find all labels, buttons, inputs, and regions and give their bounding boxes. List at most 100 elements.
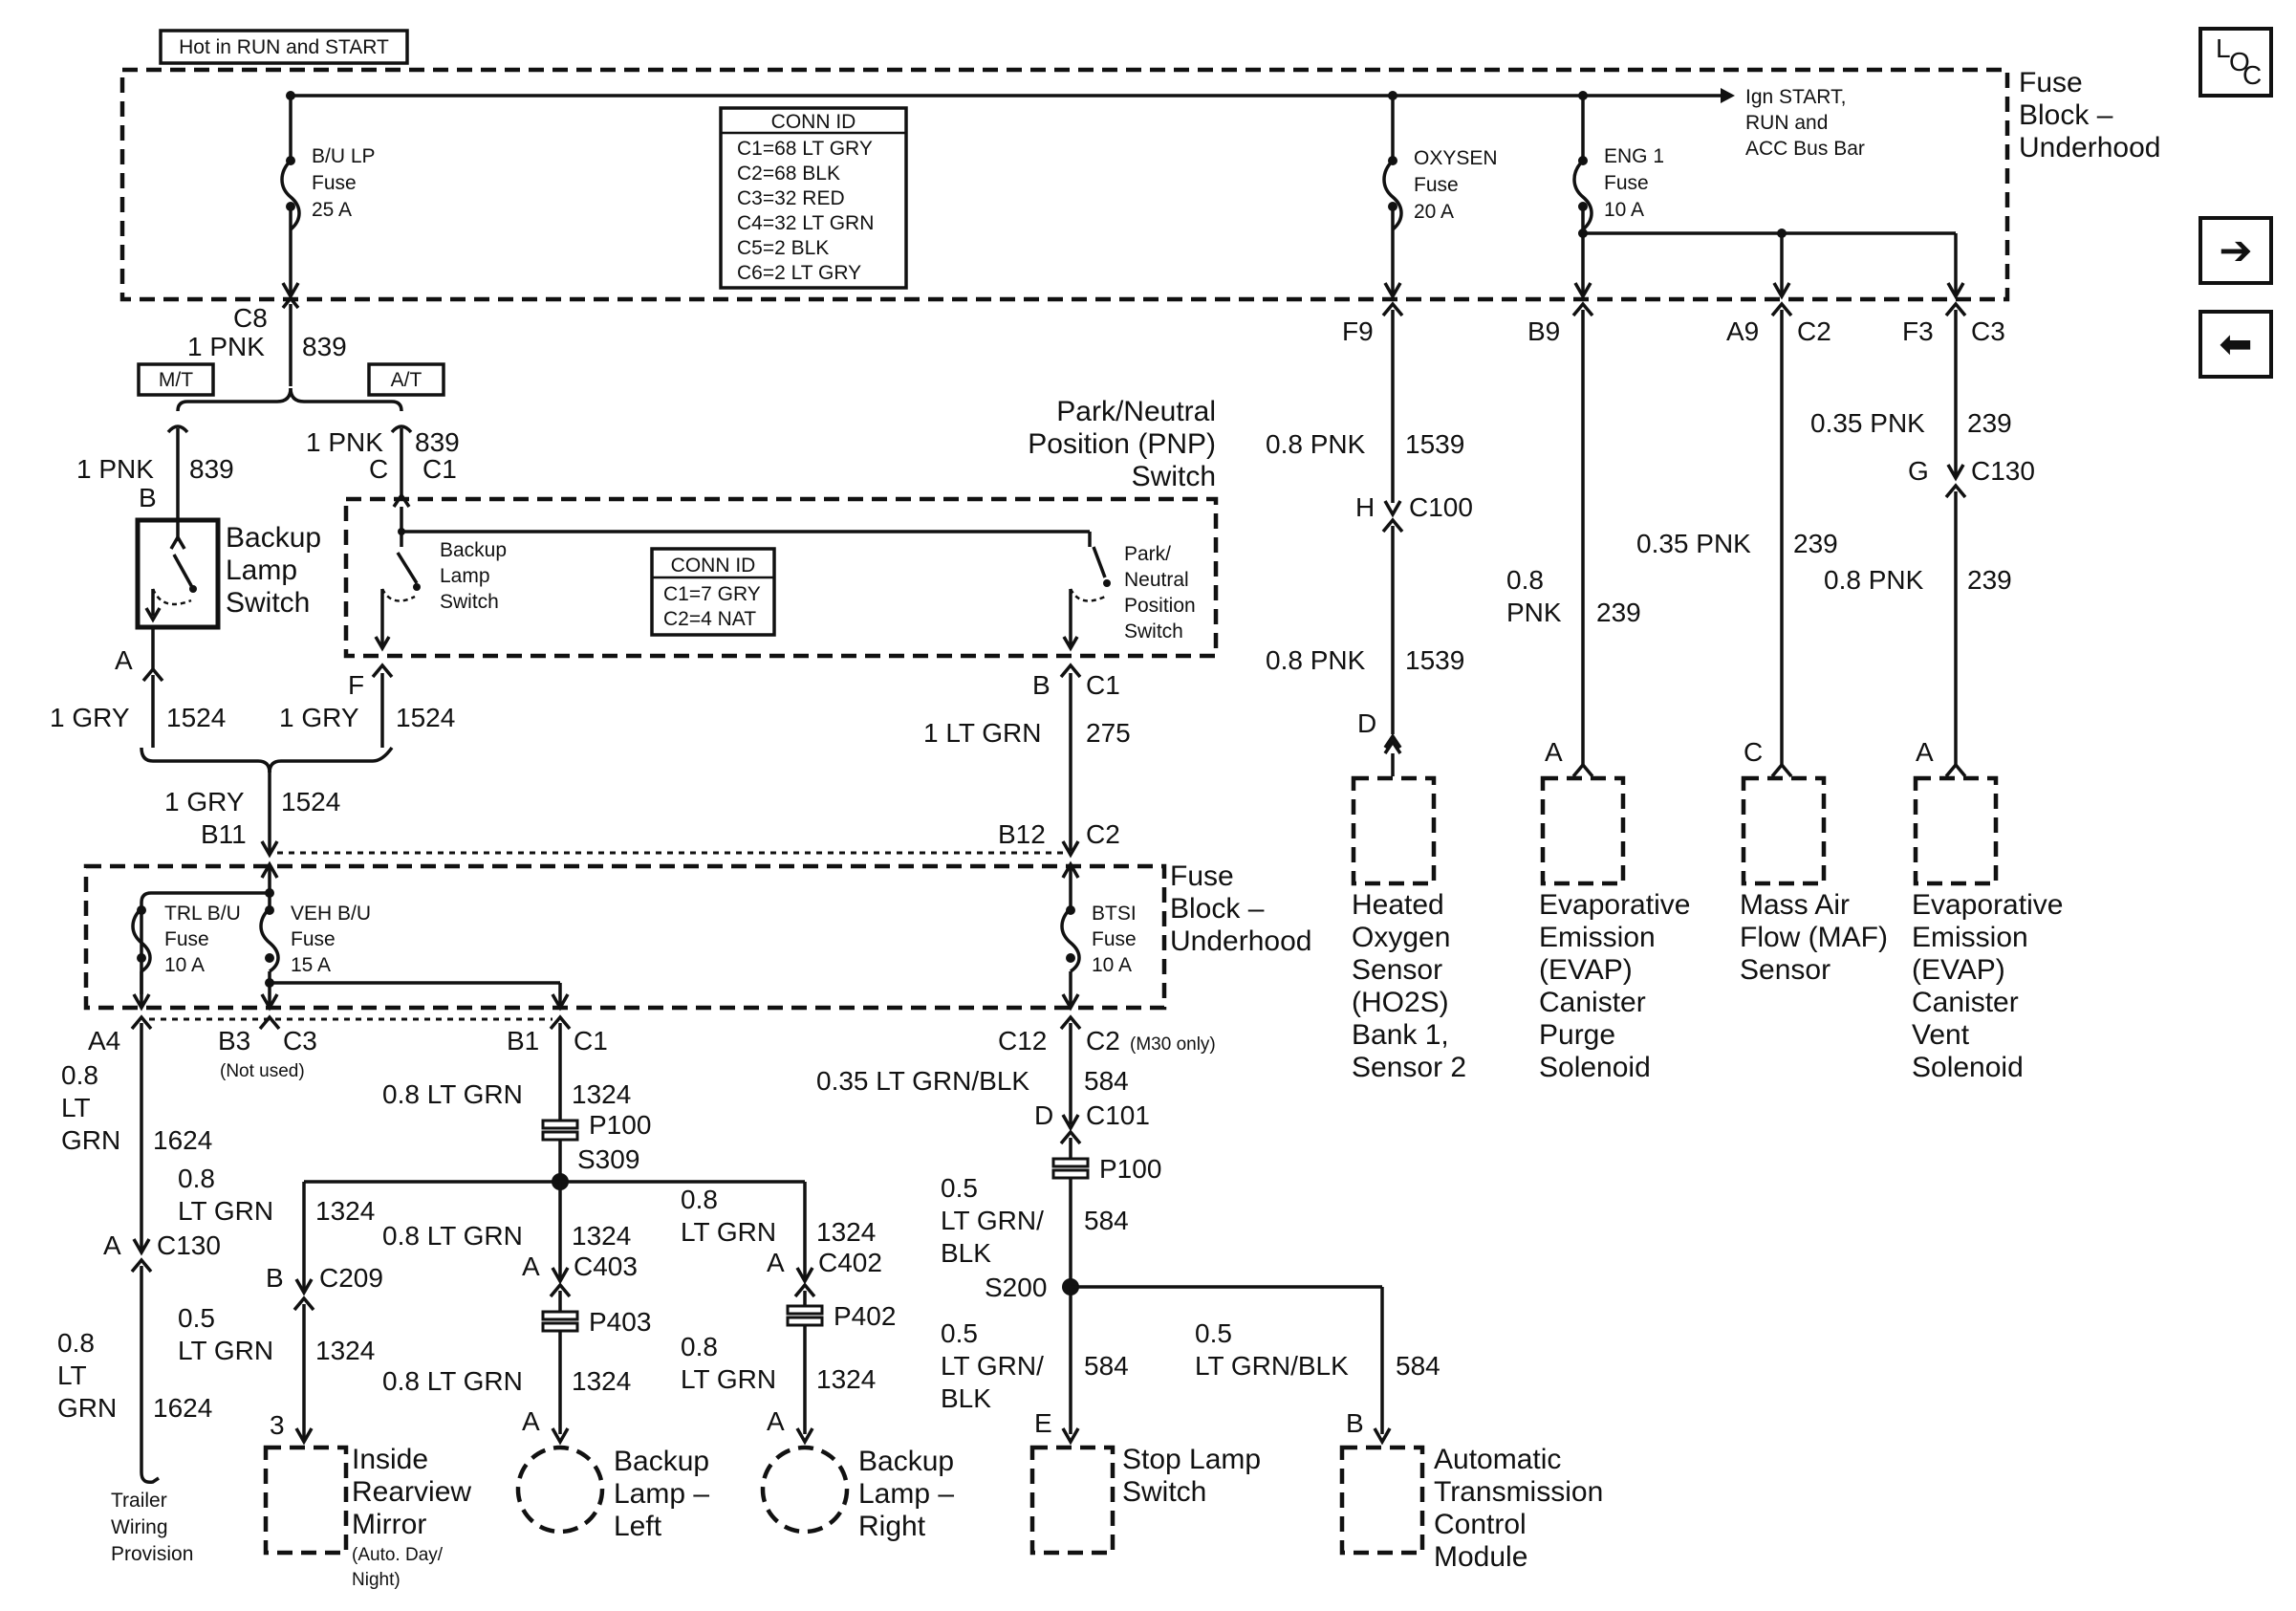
svg-text:D: D: [1357, 708, 1376, 738]
svg-text:0.8: 0.8: [681, 1185, 718, 1214]
svg-text:B3: B3: [218, 1026, 250, 1056]
svg-text:B11: B11: [201, 819, 247, 849]
c130-connector-left: A C130 0.8 LT GRN 1624: [57, 1230, 221, 1485]
location-button[interactable]: L O C: [2199, 27, 2273, 98]
svg-text:Fuse: Fuse: [2019, 67, 2083, 98]
evap-purge-solenoid-label: Evaporative Emission (EVAP) Canister Pur…: [1539, 889, 1690, 1083]
backup-lamp-right: [760, 1445, 850, 1535]
svg-text:Emission: Emission: [1912, 922, 2028, 953]
svg-text:Transmission: Transmission: [1434, 1476, 1603, 1508]
inside-rearview-mirror: [263, 1445, 349, 1556]
mirror-branch: 0.8 LT GRN 1324 B C209 0.5 LT GRN 1324 3: [178, 1164, 383, 1446]
b12-connector: B12 C2: [998, 819, 1120, 859]
svg-text:Underhood: Underhood: [1170, 925, 1311, 957]
svg-text:275: 275: [1086, 718, 1131, 748]
mass-air-flow-sensor-label: Mass Air Flow (MAF) Sensor: [1740, 889, 1888, 986]
svg-text:Canister: Canister: [1912, 987, 2019, 1018]
svg-text:Right: Right: [858, 1511, 926, 1542]
svg-text:Neutral: Neutral: [1124, 569, 1189, 591]
svg-text:239: 239: [1967, 565, 2012, 595]
svg-text:Canister: Canister: [1539, 987, 1646, 1018]
svg-text:C5=2 BLK: C5=2 BLK: [737, 237, 829, 259]
pnp-f-wire: F 1 GRY 1524: [279, 663, 455, 748]
svg-text:Mirror: Mirror: [352, 1509, 426, 1540]
svg-text:B: B: [139, 483, 157, 512]
mass-air-flow-sensor: [1741, 775, 1827, 886]
svg-text:A9: A9: [1726, 316, 1759, 346]
pnp-switch-title: Park/Neutral Position (PNP) Switch: [1028, 396, 1216, 492]
svg-text:0.5: 0.5: [941, 1318, 978, 1348]
svg-text:C1=7 GRY: C1=7 GRY: [663, 583, 761, 605]
heated-oxygen-sensor: [1351, 775, 1437, 886]
svg-text:1524: 1524: [166, 703, 226, 732]
svg-text:Bank 1,: Bank 1,: [1352, 1019, 1449, 1051]
svg-text:A/T: A/T: [391, 369, 422, 391]
svg-text:25 A: 25 A: [312, 199, 352, 221]
next-page-button[interactable]: ➔: [2199, 216, 2273, 285]
pnp-pn-label: Park/ Neutral Position Switch: [1124, 543, 1196, 642]
c402-branch: 0.8 LT GRN 1324 A C402 P402 0.8 LT GRN 1…: [681, 1182, 896, 1446]
svg-text:Lamp –: Lamp –: [614, 1478, 709, 1510]
svg-text:B: B: [1032, 670, 1051, 700]
svg-text:(Auto. Day/: (Auto. Day/: [352, 1545, 444, 1565]
svg-text:0.8 LT GRN: 0.8 LT GRN: [382, 1221, 523, 1251]
svg-text:B/U LP: B/U LP: [312, 145, 376, 167]
svg-text:Rearview: Rearview: [352, 1476, 471, 1508]
fuse-block-title-lower: Fuse Block – Underhood: [1170, 860, 1311, 957]
svg-text:Emission: Emission: [1539, 922, 1656, 953]
svg-text:1324: 1324: [315, 1336, 375, 1365]
transmission-control-module: [1339, 1445, 1425, 1556]
svg-text:A: A: [103, 1230, 121, 1260]
svg-text:L: L: [2216, 33, 2231, 63]
svg-text:P100: P100: [1099, 1154, 1161, 1184]
svg-text:C2: C2: [1797, 316, 1831, 346]
svg-text:(Not used): (Not used): [220, 1061, 305, 1081]
tcm-branch: 0.5 LT GRN/BLK 584 B: [1195, 1287, 1440, 1446]
pnp-switch-internals: [374, 507, 1111, 652]
svg-text:Backup: Backup: [226, 522, 321, 554]
bu-lp-fuse: [280, 96, 301, 300]
svg-text:B: B: [266, 1263, 284, 1293]
svg-text:M/T: M/T: [159, 369, 193, 391]
svg-text:LT GRN: LT GRN: [178, 1196, 273, 1226]
svg-text:C: C: [2242, 60, 2262, 90]
svg-text:1324: 1324: [572, 1366, 631, 1396]
backup-lamp-right-label: Backup Lamp – Right: [858, 1446, 954, 1542]
svg-text:Ign START,: Ign START,: [1745, 86, 1846, 108]
svg-text:C2=68 BLK: C2=68 BLK: [737, 163, 840, 185]
hot-label-box: [159, 29, 409, 65]
svg-text:1524: 1524: [396, 703, 455, 732]
svg-text:A: A: [767, 1406, 785, 1436]
backup-lamp-switch-mt: [135, 516, 221, 683]
trl-bu-fuse: TRL B/U Fuse 10 A: [131, 860, 279, 1012]
svg-text:Position (PNP): Position (PNP): [1028, 428, 1216, 460]
svg-text:C2=4 NAT: C2=4 NAT: [663, 608, 756, 630]
svg-text:1 GRY: 1 GRY: [279, 703, 359, 732]
svg-text:Heated: Heated: [1352, 889, 1444, 921]
svg-text:Fuse: Fuse: [1604, 172, 1649, 194]
svg-text:Lamp: Lamp: [440, 565, 490, 587]
mt-gry-wire: 1 GRY 1524: [50, 675, 226, 748]
eng1-fuse: [1572, 96, 1965, 300]
svg-text:1324: 1324: [816, 1364, 876, 1394]
svg-text:H: H: [1355, 492, 1375, 522]
fuse-block-title-top: Fuse Block – Underhood: [2019, 67, 2160, 163]
svg-text:C2: C2: [1086, 1026, 1120, 1056]
svg-text:C1: C1: [422, 454, 457, 484]
svg-text:LT GRN/BLK: LT GRN/BLK: [1195, 1351, 1349, 1381]
svg-text:C2: C2: [1086, 819, 1120, 849]
svg-text:10 A: 10 A: [1092, 954, 1132, 976]
svg-text:Sensor 2: Sensor 2: [1352, 1052, 1466, 1083]
svg-text:Backup: Backup: [440, 539, 507, 561]
svg-text:Fuse: Fuse: [164, 928, 209, 950]
svg-text:A: A: [522, 1406, 540, 1436]
svg-text:584: 584: [1084, 1351, 1129, 1381]
previous-page-button[interactable]: ⬅: [2199, 310, 2273, 379]
svg-text:C1: C1: [574, 1026, 608, 1056]
svg-text:BTSI: BTSI: [1092, 903, 1137, 925]
svg-text:Trailer: Trailer: [111, 1490, 167, 1512]
svg-text:E: E: [1034, 1408, 1052, 1438]
svg-text:1324: 1324: [572, 1221, 631, 1251]
svg-text:Fuse: Fuse: [291, 928, 336, 950]
svg-text:0.35 PNK: 0.35 PNK: [1636, 529, 1751, 558]
